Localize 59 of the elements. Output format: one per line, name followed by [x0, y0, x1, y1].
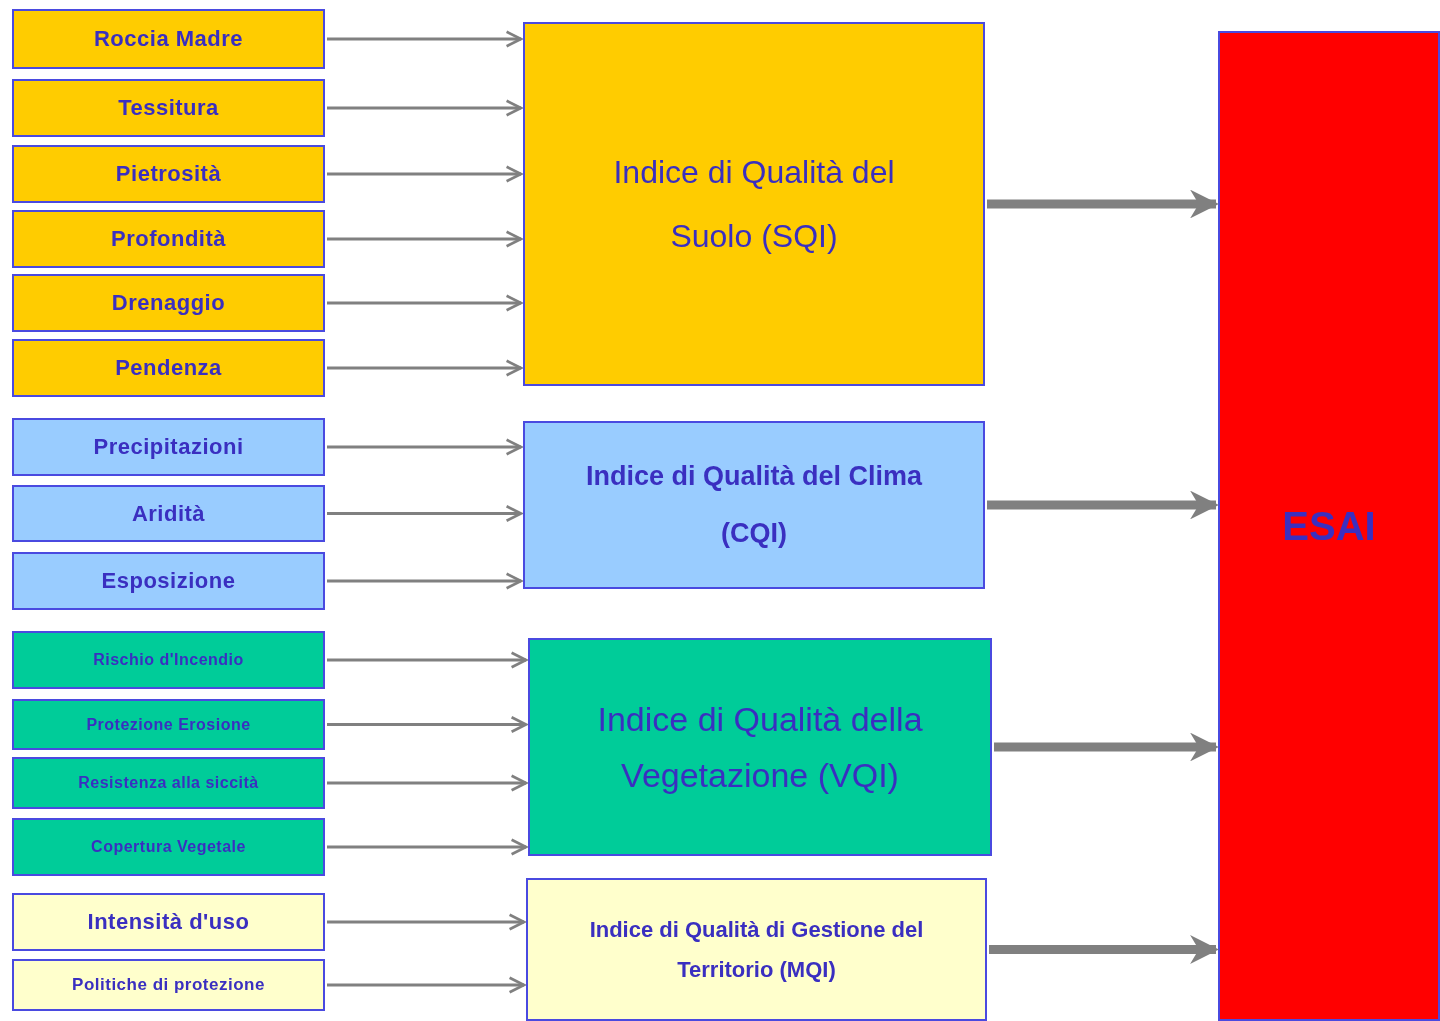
factor-box — [12, 893, 325, 951]
arrow — [987, 490, 1219, 520]
arrow — [327, 572, 523, 590]
factor-label: Drenaggio — [111, 290, 226, 316]
factor-box — [12, 210, 325, 268]
arrow — [327, 774, 528, 792]
index-box — [528, 638, 992, 856]
arrow — [327, 651, 528, 669]
index-box — [523, 22, 985, 386]
factor-box — [12, 757, 325, 809]
arrow — [327, 294, 523, 312]
factor-box — [12, 418, 325, 476]
arrow — [327, 165, 523, 183]
arrow — [327, 504, 523, 523]
arrow — [327, 913, 526, 931]
index-label: Indice di Qualità del Clima (CQI) — [584, 460, 924, 550]
output-box — [1218, 31, 1440, 1021]
index-box — [526, 878, 987, 1021]
arrow — [327, 838, 528, 856]
factor-box — [12, 339, 325, 397]
factor-label: Rischio d'Incendio — [93, 651, 244, 669]
arrow — [327, 30, 523, 48]
factor-label: Resistenza alla siccità — [78, 774, 259, 792]
index-label: Indice di Qualità di Gestione del Territorio (MQI) — [588, 915, 925, 984]
factor-box — [12, 631, 325, 689]
factor-label: Protezione Erosione — [86, 715, 251, 734]
arrow — [327, 230, 523, 248]
factor-label: Aridità — [131, 500, 206, 527]
arrow — [327, 438, 523, 456]
factor-label: Tessitura — [118, 95, 219, 121]
arrow — [987, 189, 1219, 219]
factor-box — [12, 9, 325, 69]
arrow — [994, 732, 1219, 762]
factor-label: Precipitazioni — [93, 434, 244, 460]
factor-label: Copertura Vegetale — [91, 838, 246, 856]
factor-box — [12, 699, 325, 750]
arrow — [989, 935, 1219, 964]
factor-label: Pendenza — [115, 355, 222, 381]
factor-box — [12, 79, 325, 137]
factor-box — [12, 552, 325, 610]
arrow — [327, 715, 528, 734]
factor-label: Pietrosità — [115, 161, 222, 187]
factor-box — [12, 485, 325, 542]
factor-box — [12, 959, 325, 1011]
factor-label: Intensità d'uso — [87, 909, 250, 935]
factor-label: Roccia Madre — [93, 26, 244, 52]
arrow — [327, 99, 523, 117]
arrow — [327, 359, 523, 377]
output-label: ESAI — [1282, 503, 1376, 549]
index-box — [523, 421, 985, 589]
factor-label: Politiche di protezione — [72, 975, 265, 995]
factor-box — [12, 818, 325, 876]
arrow — [327, 976, 526, 994]
factor-label: Esposizione — [101, 568, 236, 594]
factor-box — [12, 274, 325, 332]
factor-label: Profondità — [111, 226, 226, 252]
index-label: Indice di Qualità del Suolo (SQI) — [612, 153, 896, 256]
index-label: Indice di Qualità della Vegetazione (VQI) — [596, 698, 924, 796]
factor-box — [12, 145, 325, 203]
